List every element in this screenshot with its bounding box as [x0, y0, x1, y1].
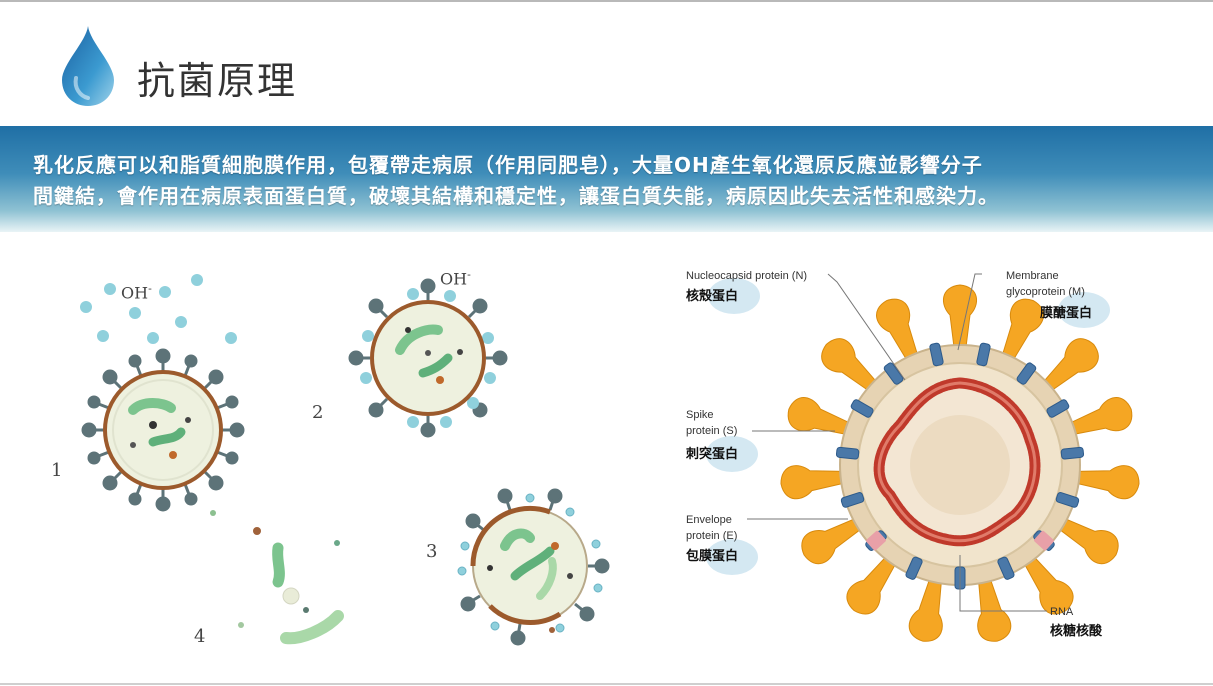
virus-stage-3	[457, 488, 610, 646]
envelope-label-zh: 包膜蛋白	[686, 549, 739, 564]
top-divider	[0, 0, 1213, 2]
description-banner	[0, 126, 1213, 232]
label-highlight-envelope	[706, 539, 758, 575]
virus-stage-1	[81, 348, 245, 512]
spike-label: Spike	[686, 409, 714, 421]
stage-label-3: 3	[426, 541, 438, 562]
nucleocapsid-label: Nucleocapsid protein (N)	[686, 270, 808, 282]
oh-label-1: OH-	[121, 282, 152, 303]
virus-stage-4-debris	[210, 510, 555, 645]
bottom-divider	[0, 683, 1213, 685]
spike-label-zh: 刺突蛋白	[686, 447, 739, 462]
leader-lines	[747, 273, 1047, 612]
oh-droplets	[80, 274, 237, 344]
membrane-label: Membrane	[1006, 270, 1059, 282]
virus-anatomy-diagram	[780, 284, 1140, 642]
rna-label: RNA	[1050, 606, 1074, 618]
label-highlight-spike	[706, 436, 758, 472]
virus-stage-2	[348, 278, 508, 438]
envelope-label-2: protein (E)	[686, 530, 738, 542]
nucleocapsid-label-zh: 核殼蛋白	[686, 289, 739, 304]
banner-text-line-2: 間鍵結，會作用在病原表面蛋白質，破壞其結構和穩定性，讓蛋白質失能，病原因此失去活…	[33, 184, 999, 208]
page-title: 抗菌原理	[137, 59, 298, 103]
stage-label-4: 4	[194, 626, 206, 647]
rna-label-zh: 核糖核酸	[1050, 624, 1103, 639]
water-drop-icon	[62, 26, 114, 106]
oh-label-2: OH-	[440, 268, 471, 289]
label-highlight-nucleocapsid	[708, 278, 760, 314]
banner-text-line-1: 乳化反應可以和脂質細胞膜作用，包覆帶走病原（作用同肥皂），大量OH產生氧化還原反…	[33, 153, 983, 177]
membrane-label-2: glycoprotein (M)	[1006, 286, 1085, 298]
stage-label-2: 2	[312, 402, 324, 423]
stage-label-1: 1	[51, 460, 63, 481]
label-highlight-membrane	[1058, 292, 1110, 328]
membrane-label-zh: 膜醣蛋白	[1040, 306, 1093, 321]
envelope-label: Envelope	[686, 514, 732, 526]
spike-label-2: protein (S)	[686, 425, 738, 437]
